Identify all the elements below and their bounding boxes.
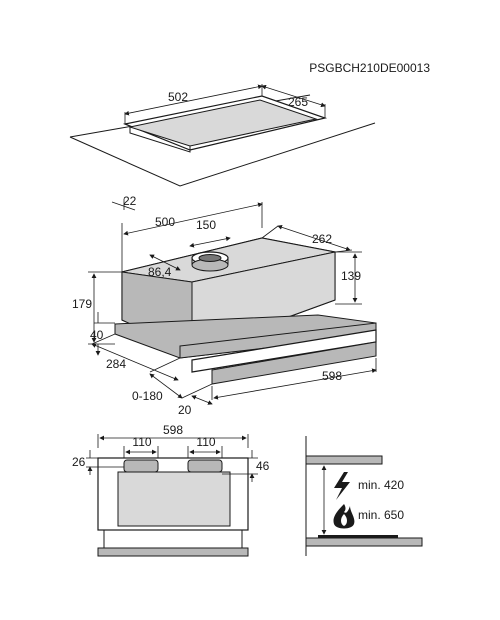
cutout-depth-dim [261, 84, 326, 108]
fv-left-slot [123, 459, 159, 473]
installation-distance-drawing: min. 420 min. 650 [305, 436, 423, 556]
hood-isometric-drawing: 22 500 150 86,4 262 139 [72, 194, 377, 417]
body-height-label: 139 [341, 269, 361, 283]
cutout-width-label: 502 [168, 90, 188, 104]
cutout-width-dim [124, 84, 263, 116]
depth-ext-back [261, 225, 279, 239]
electric-min-label: min. 420 [358, 478, 404, 492]
front-width-label: 598 [322, 369, 342, 383]
depth-label: 262 [312, 232, 332, 246]
cutout-inner-wall [129, 127, 191, 153]
total-height-label: 179 [72, 297, 92, 311]
fv-slot-ext [123, 446, 223, 462]
outlet-diameter-dim [189, 236, 231, 248]
lightning-icon [334, 472, 350, 500]
fv-inner-panel [117, 471, 231, 527]
front-view-drawing: 598 110 110 26 46 [72, 423, 270, 557]
hob-surface [318, 535, 398, 538]
extension-dim [149, 373, 183, 399]
product-code: PSGBCH210DE00013 [309, 61, 430, 75]
fv-right-offset-label: 46 [256, 459, 270, 473]
cutout-drawing: 502 265 [69, 84, 376, 187]
hood-side-profile [305, 455, 383, 465]
outlet-offset-dim [149, 254, 181, 271]
body-height-ext [335, 251, 362, 305]
worktop-front-edge [69, 122, 376, 187]
fv-panel-supports [103, 530, 243, 548]
extension-label: 0-180 [132, 389, 163, 403]
outlet-offset-label: 86,4 [148, 265, 172, 279]
visor-depth-label: 284 [106, 357, 126, 371]
depth-dim [277, 224, 351, 252]
fv-right-slot [187, 459, 223, 473]
fv-left-slot-label: 110 [132, 435, 151, 449]
fv-left-offset-label: 26 [72, 455, 86, 469]
top-depth-label: 22 [123, 194, 137, 208]
fv-right-slot-label: 110 [196, 435, 215, 449]
outlet-diameter-label: 150 [196, 218, 216, 232]
width-label: 500 [155, 215, 175, 229]
visor-depth-ext [91, 333, 116, 345]
fv-front-panel [97, 547, 249, 557]
front-depth-label: 20 [178, 403, 192, 417]
extension-ext [149, 357, 213, 399]
front-width-dim [213, 368, 377, 400]
front-depth-dim [191, 395, 213, 405]
outlet-hole [198, 254, 222, 262]
fv-width-ext [97, 434, 249, 448]
visor-height-label: 40 [90, 328, 104, 342]
cutout-depth-label: 265 [288, 95, 308, 109]
fv-width-label: 598 [163, 423, 183, 437]
hob-profile [305, 537, 423, 547]
gas-min-label: min. 650 [358, 508, 404, 522]
flame-inner [341, 514, 347, 526]
width-dim [123, 202, 263, 236]
